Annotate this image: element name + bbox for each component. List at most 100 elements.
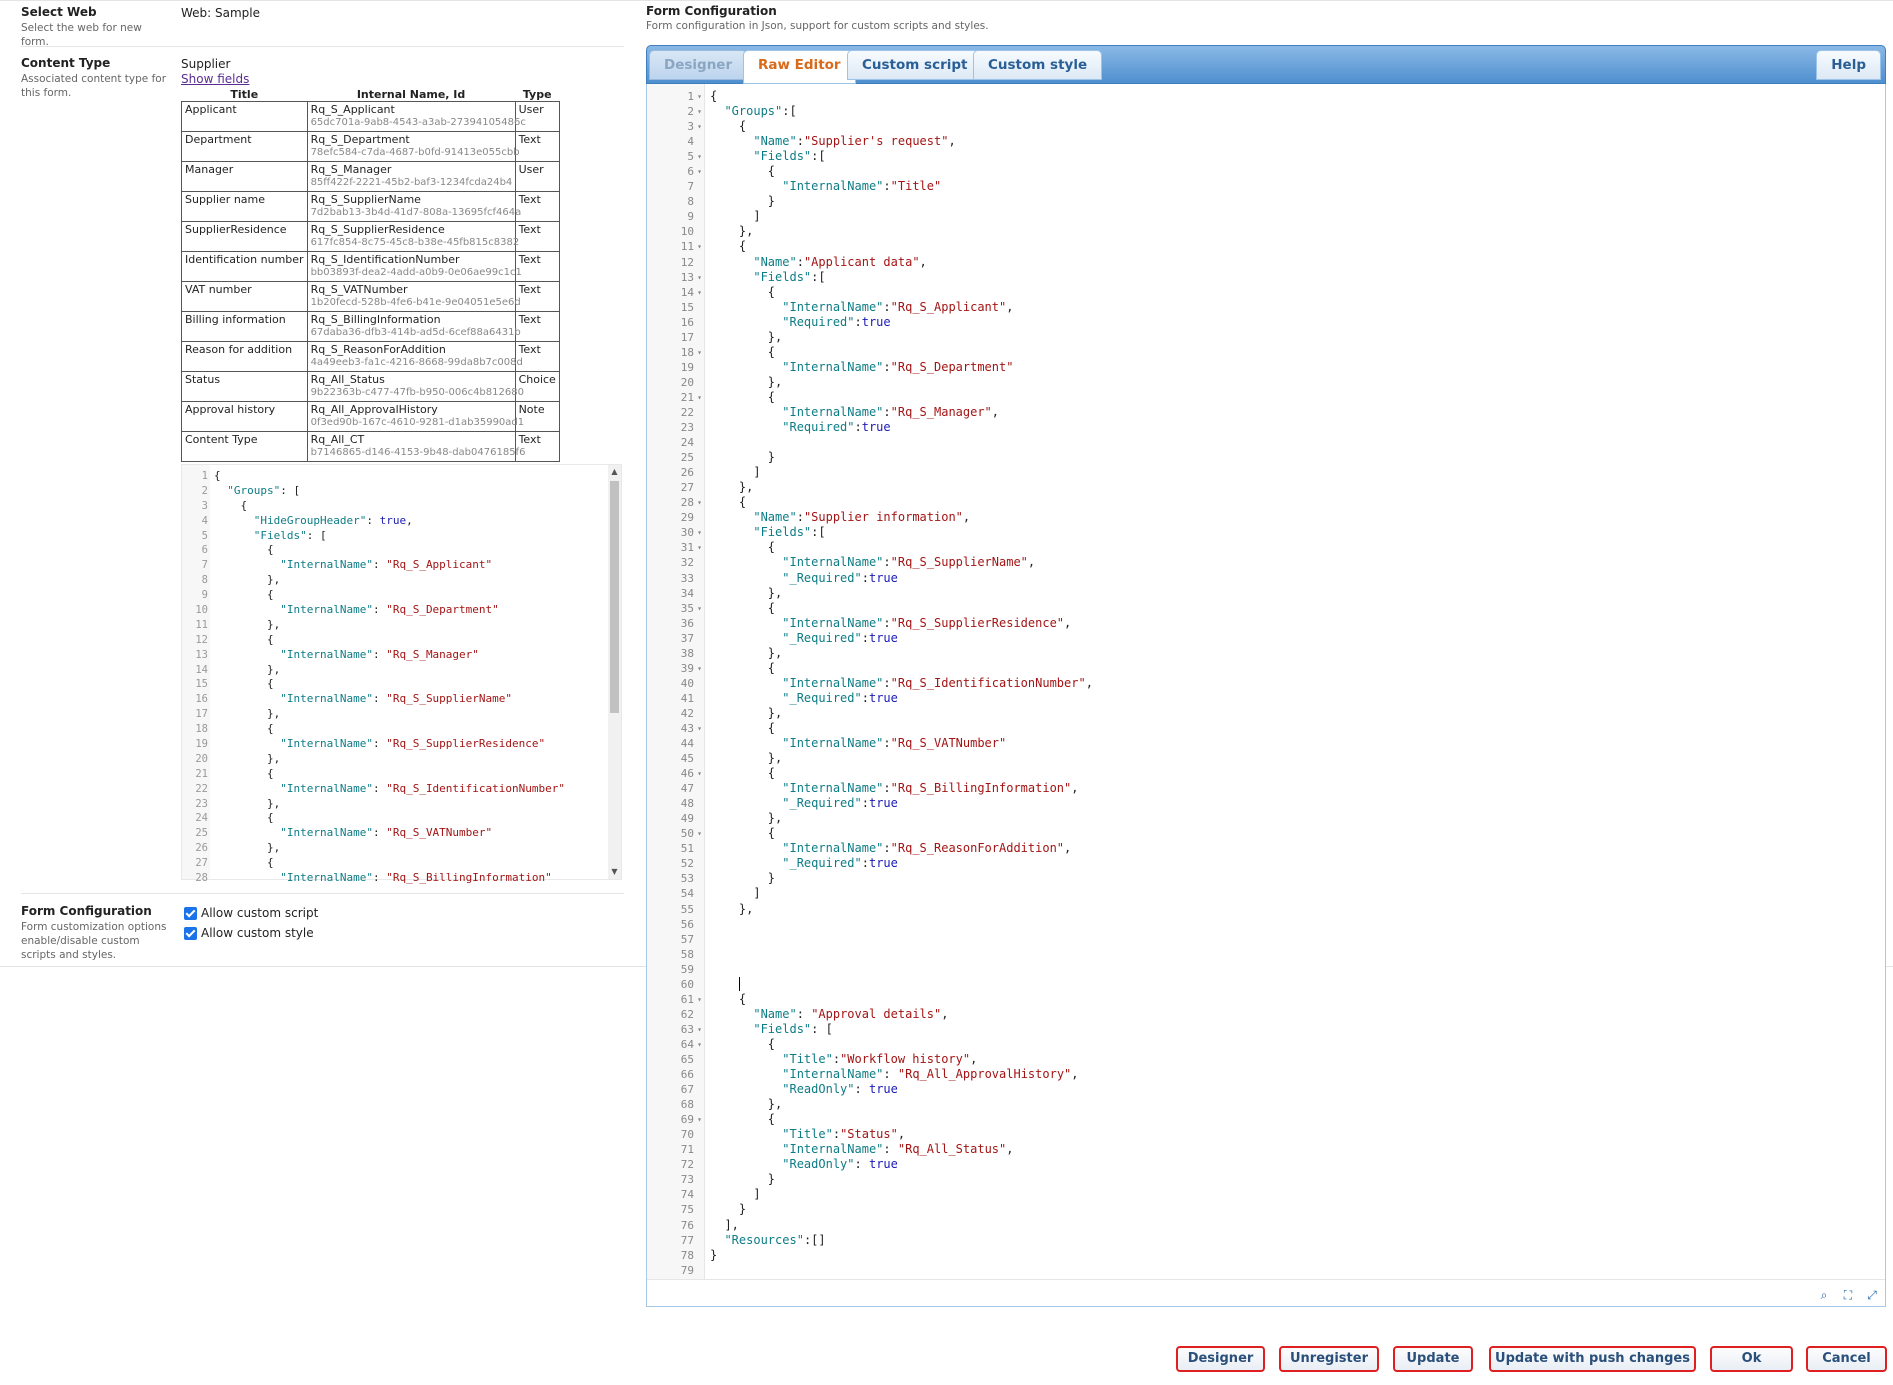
code-line[interactable]: 40 "InternalName":"Rq_S_IdentificationNu…	[647, 676, 1093, 691]
code-line[interactable]: 27 },	[647, 480, 1093, 495]
code-line[interactable]: 7 "InternalName":"Title"	[647, 179, 1093, 194]
code-line[interactable]: 74 ]	[647, 1187, 1093, 1202]
code-line[interactable]: 65 "Title":"Workflow history",	[647, 1052, 1093, 1067]
fold-arrow-icon[interactable]: ▾	[697, 829, 702, 839]
code-line[interactable]: 60	[647, 977, 1093, 992]
code-line[interactable]: 36 "InternalName":"Rq_S_SupplierResidenc…	[647, 616, 1093, 631]
code-line[interactable]: 9 ]	[647, 209, 1093, 224]
code-line[interactable]: 39▾ {	[647, 661, 1093, 676]
fold-arrow-icon[interactable]: ▾	[697, 994, 702, 1004]
code-line[interactable]: 41 "_Required":true	[647, 691, 1093, 706]
content-type-json-preview[interactable]: 1{2 "Groups": [3 {4 "HideGroupHeader": t…	[181, 464, 622, 884]
update-with-push-changes-button[interactable]: Update with push changes	[1489, 1346, 1696, 1372]
code-line[interactable]: 71 "InternalName": "Rq_All_Status",	[647, 1142, 1093, 1157]
code-line[interactable]: 8 }	[647, 194, 1093, 209]
fold-arrow-icon[interactable]: ▾	[697, 769, 702, 779]
code-line[interactable]: 6▾ {	[647, 164, 1093, 179]
scroll-down-icon[interactable]: ▼	[611, 867, 618, 876]
fold-arrow-icon[interactable]: ▾	[697, 287, 702, 297]
code-line[interactable]: 50▾ {	[647, 826, 1093, 841]
designer-button[interactable]: Designer	[1176, 1346, 1265, 1372]
fold-arrow-icon[interactable]: ▾	[697, 498, 702, 508]
tab-custom-script[interactable]: Custom script	[847, 50, 983, 80]
code-line[interactable]: 17 },	[647, 330, 1093, 345]
code-line[interactable]: 52 "_Required":true	[647, 856, 1093, 871]
code-line[interactable]: 37 "_Required":true	[647, 631, 1093, 646]
cancel-button[interactable]: Cancel	[1806, 1346, 1887, 1372]
fold-arrow-icon[interactable]: ▾	[697, 272, 702, 282]
code-line[interactable]: 34 },	[647, 586, 1093, 601]
tab-custom-style[interactable]: Custom style	[973, 50, 1103, 80]
fold-arrow-icon[interactable]: ▾	[697, 723, 702, 733]
fold-arrow-icon[interactable]: ▾	[697, 543, 702, 553]
code-line[interactable]: 43▾ {	[647, 721, 1093, 736]
fold-arrow-icon[interactable]: ▾	[697, 167, 702, 177]
tab-raw-editor[interactable]: Raw Editor	[743, 50, 856, 84]
code-line[interactable]: 10 },	[647, 224, 1093, 239]
scroll-up-icon[interactable]: ▲	[611, 467, 618, 476]
fold-arrow-icon[interactable]: ▾	[697, 663, 702, 673]
code-line[interactable]: 44 "InternalName":"Rq_S_VATNumber"	[647, 736, 1093, 751]
code-line[interactable]: 75 }	[647, 1202, 1093, 1217]
code-line[interactable]: 38 },	[647, 646, 1093, 661]
code-line[interactable]: 26 ]	[647, 465, 1093, 480]
code-line[interactable]: 19 "InternalName":"Rq_S_Department"	[647, 360, 1093, 375]
code-line[interactable]: 13▾ "Fields":[	[647, 270, 1093, 285]
search-icon[interactable]: ⌕	[1820, 1288, 1828, 1302]
editor-code[interactable]: 1▾{2▾ "Groups":[3▾ {4 "Name":"Supplier's…	[647, 89, 1093, 1278]
checkbox-checked-icon[interactable]	[184, 906, 197, 920]
tab-help[interactable]: Help	[1816, 50, 1881, 80]
code-line[interactable]: 58	[647, 947, 1093, 962]
code-line[interactable]: 70 "Title":"Status",	[647, 1127, 1093, 1142]
code-line[interactable]: 78}	[647, 1248, 1093, 1263]
fold-arrow-icon[interactable]: ▾	[697, 1024, 702, 1034]
tab-designer[interactable]: Designer	[649, 50, 748, 80]
code-line[interactable]: 51 "InternalName":"Rq_S_ReasonForAdditio…	[647, 841, 1093, 856]
code-line[interactable]: 28▾ {	[647, 495, 1093, 510]
code-line[interactable]: 4 "Name":"Supplier's request",	[647, 134, 1093, 149]
code-line[interactable]: 5▾ "Fields":[	[647, 149, 1093, 164]
checkbox-checked-icon[interactable]	[184, 926, 197, 940]
fold-arrow-icon[interactable]: ▾	[697, 1039, 702, 1049]
update-button[interactable]: Update	[1393, 1346, 1473, 1372]
fold-arrow-icon[interactable]: ▾	[697, 347, 702, 357]
code-line[interactable]: 77 "Resources":[]	[647, 1233, 1093, 1248]
allow-custom-script-checkbox[interactable]: Allow custom script	[184, 906, 318, 920]
code-line[interactable]: 20 },	[647, 375, 1093, 390]
scroll-thumb[interactable]	[610, 481, 619, 713]
code-line[interactable]: 16 "Required":true	[647, 315, 1093, 330]
code-line[interactable]: 3▾ {	[647, 119, 1093, 134]
code-line[interactable]: 1▾{	[647, 89, 1093, 104]
code-line[interactable]: 55 },	[647, 902, 1093, 917]
code-line[interactable]: 66 "InternalName": "Rq_All_ApprovalHisto…	[647, 1067, 1093, 1082]
unregister-button[interactable]: Unregister	[1279, 1346, 1379, 1372]
code-line[interactable]: 53 }	[647, 871, 1093, 886]
code-line[interactable]: 32 "InternalName":"Rq_S_SupplierName",	[647, 555, 1093, 570]
code-line[interactable]: 48 "_Required":true	[647, 796, 1093, 811]
code-line[interactable]: 23 "Required":true	[647, 420, 1093, 435]
code-line[interactable]: 25 }	[647, 450, 1093, 465]
allow-custom-style-checkbox[interactable]: Allow custom style	[184, 926, 314, 940]
fold-arrow-icon[interactable]: ▾	[697, 122, 702, 132]
code-line[interactable]: 29 "Name":"Supplier information",	[647, 510, 1093, 525]
code-line[interactable]: 62 "Name": "Approval details",	[647, 1007, 1093, 1022]
code-line[interactable]: 24	[647, 435, 1093, 450]
code-line[interactable]: 72 "ReadOnly": true	[647, 1157, 1093, 1172]
code-line[interactable]: 33 "_Required":true	[647, 571, 1093, 586]
web-value[interactable]: Web: Sample	[181, 6, 261, 20]
code-line[interactable]: 2▾ "Groups":[	[647, 104, 1093, 119]
expand-icon[interactable]: ⤢	[1867, 1288, 1877, 1302]
fold-arrow-icon[interactable]: ▾	[697, 92, 702, 101]
code-line[interactable]: 79	[647, 1263, 1093, 1278]
code-line[interactable]: 15 "InternalName":"Rq_S_Applicant",	[647, 300, 1093, 315]
code-line[interactable]: 30▾ "Fields":[	[647, 525, 1093, 540]
fold-arrow-icon[interactable]: ▾	[697, 152, 702, 162]
code-line[interactable]: 59	[647, 962, 1093, 977]
show-fields-link[interactable]: Show fields	[181, 72, 250, 86]
code-line[interactable]: 18▾ {	[647, 345, 1093, 360]
ok-button[interactable]: Ok	[1710, 1346, 1793, 1372]
code-line[interactable]: 49 },	[647, 811, 1093, 826]
fold-arrow-icon[interactable]: ▾	[697, 107, 702, 117]
raw-json-editor[interactable]: 1▾{2▾ "Groups":[3▾ {4 "Name":"Supplier's…	[646, 84, 1886, 1307]
code-line[interactable]: 46▾ {	[647, 766, 1093, 781]
